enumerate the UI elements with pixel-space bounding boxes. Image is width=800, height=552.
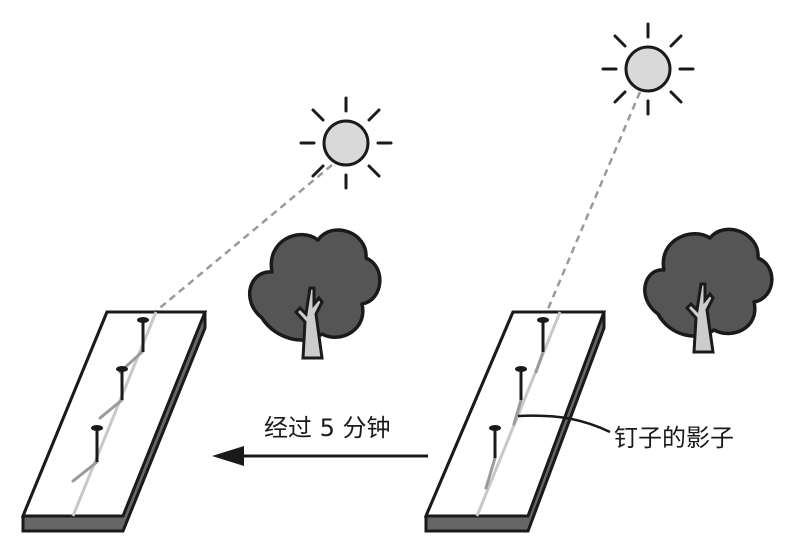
- board-with-nails-left: [20, 310, 208, 533]
- tree-icon: [247, 228, 382, 360]
- board-with-nails-right: [423, 310, 607, 533]
- arrow-label: 经过 5 分钟: [264, 414, 391, 442]
- nail: [116, 366, 128, 400]
- nail: [489, 425, 501, 458]
- nail: [91, 425, 103, 462]
- sun-ray-dashed: [543, 91, 642, 317]
- time-arrow: 经过 5 分钟: [212, 414, 428, 466]
- shadow-callout-label: 钉子的影子: [614, 424, 734, 452]
- shadow-callout-line: [517, 414, 611, 434]
- right-panel: 钉子的影子: [423, 22, 774, 533]
- arrow-left-icon: [212, 446, 244, 466]
- tree-icon: [643, 227, 774, 354]
- sun-ray-dashed: [149, 164, 333, 317]
- nail: [137, 317, 149, 352]
- nail: [537, 317, 549, 352]
- sun-icon: [299, 96, 393, 190]
- nail: [515, 366, 527, 400]
- left-panel: [20, 96, 393, 533]
- sun-icon: [601, 22, 695, 116]
